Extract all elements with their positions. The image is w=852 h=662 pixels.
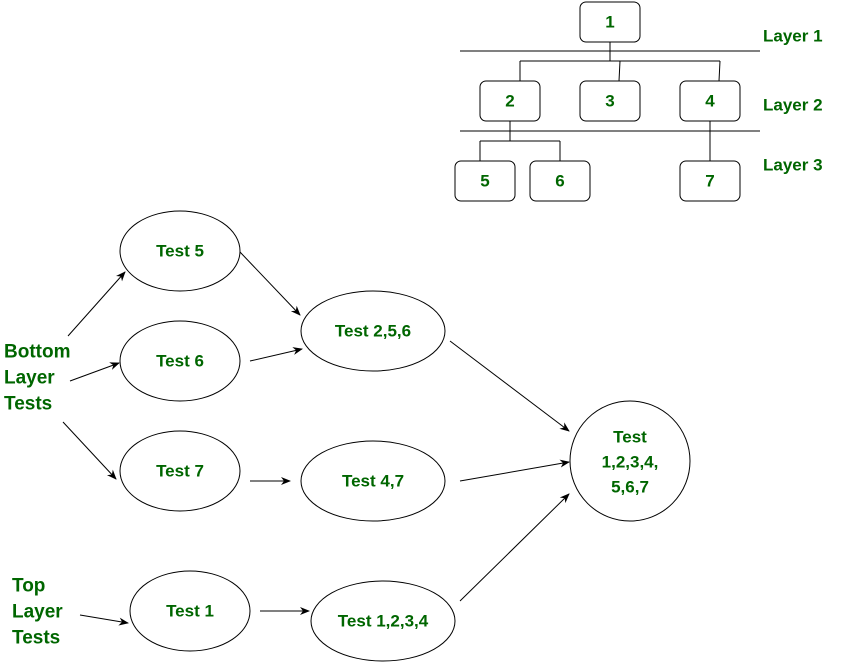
arrow-test1234-to-all bbox=[459, 493, 570, 602]
tree-node-7: 7 bbox=[679, 160, 741, 202]
tree-node-label: 4 bbox=[705, 92, 715, 111]
test-label: 1,2,3,4, bbox=[602, 453, 659, 472]
test-node-all: Test 1,2,3,4, 5,6,7 bbox=[569, 400, 691, 522]
test-label: Test 1 bbox=[166, 602, 214, 621]
arrow-test256-to-all bbox=[449, 340, 570, 432]
arrow-test6-to-test256 bbox=[249, 347, 303, 362]
arrow-test47-to-all bbox=[459, 459, 570, 482]
test-flow: Bottom Layer Tests Top Layer Tests Test … bbox=[4, 210, 691, 662]
label-line: Tests bbox=[12, 628, 60, 649]
label-line: Layer bbox=[12, 602, 63, 623]
test-node-5: Test 5 bbox=[119, 210, 241, 292]
test-node-6: Test 6 bbox=[119, 320, 241, 402]
arrow-bottom-to-test6 bbox=[69, 362, 120, 382]
tree-node-4: 4 bbox=[679, 80, 741, 122]
tree-node-5: 5 bbox=[454, 160, 516, 202]
tree-node-2: 2 bbox=[479, 80, 541, 122]
tree-node-6: 6 bbox=[529, 160, 591, 202]
module-hierarchy-tree: 1 2 3 4 5 6 7 Layer 1 Layer 2 Layer 3 bbox=[454, 1, 823, 202]
top-layer-tests-label: Top Layer Tests bbox=[12, 576, 63, 649]
tree-node-label: 1 bbox=[605, 13, 614, 32]
test-label: Test bbox=[613, 428, 647, 447]
tree-node-1: 1 bbox=[579, 1, 641, 43]
layer-label-1: Layer 1 bbox=[763, 27, 823, 46]
tree-node-label: 6 bbox=[555, 172, 564, 191]
label-line: Tests bbox=[4, 394, 52, 415]
test-node-1: Test 1 bbox=[129, 570, 251, 652]
tree-node-3: 3 bbox=[579, 80, 641, 122]
label-line: Layer bbox=[4, 368, 55, 389]
tree-connectors bbox=[479, 42, 721, 161]
tree-node-label: 7 bbox=[705, 172, 714, 191]
arrow-bottom-to-test7 bbox=[62, 421, 117, 480]
layer-label-2: Layer 2 bbox=[763, 96, 823, 115]
bottom-layer-tests-label: Bottom Layer Tests bbox=[4, 342, 70, 415]
label-line: Bottom bbox=[4, 342, 70, 363]
arrow-test5-to-test256 bbox=[239, 251, 301, 316]
layer-label-3: Layer 3 bbox=[763, 156, 823, 175]
tree-node-label: 2 bbox=[505, 92, 514, 111]
tree-node-label: 3 bbox=[605, 92, 614, 111]
test-label: Test 1,2,3,4 bbox=[338, 612, 429, 631]
test-label: Test 2,5,6 bbox=[335, 322, 411, 341]
flow-arrows bbox=[62, 251, 570, 626]
test-node-2-5-6: Test 2,5,6 bbox=[300, 290, 446, 372]
test-label: 5,6,7 bbox=[611, 478, 649, 497]
test-label: Test 6 bbox=[156, 352, 204, 371]
arrow-top-to-test1 bbox=[79, 614, 129, 626]
arrow-bottom-to-test5 bbox=[67, 271, 126, 337]
test-node-7: Test 7 bbox=[119, 430, 241, 512]
tree-node-label: 5 bbox=[480, 172, 489, 191]
tree-edge bbox=[618, 60, 621, 82]
test-label: Test 4,7 bbox=[342, 472, 404, 491]
tree-edge bbox=[718, 60, 721, 82]
test-node-4-7: Test 4,7 bbox=[300, 440, 446, 522]
test-node-1-2-3-4: Test 1,2,3,4 bbox=[310, 580, 456, 662]
test-label: Test 5 bbox=[156, 242, 204, 261]
label-line: Top bbox=[12, 576, 45, 597]
test-label: Test 7 bbox=[156, 462, 204, 481]
